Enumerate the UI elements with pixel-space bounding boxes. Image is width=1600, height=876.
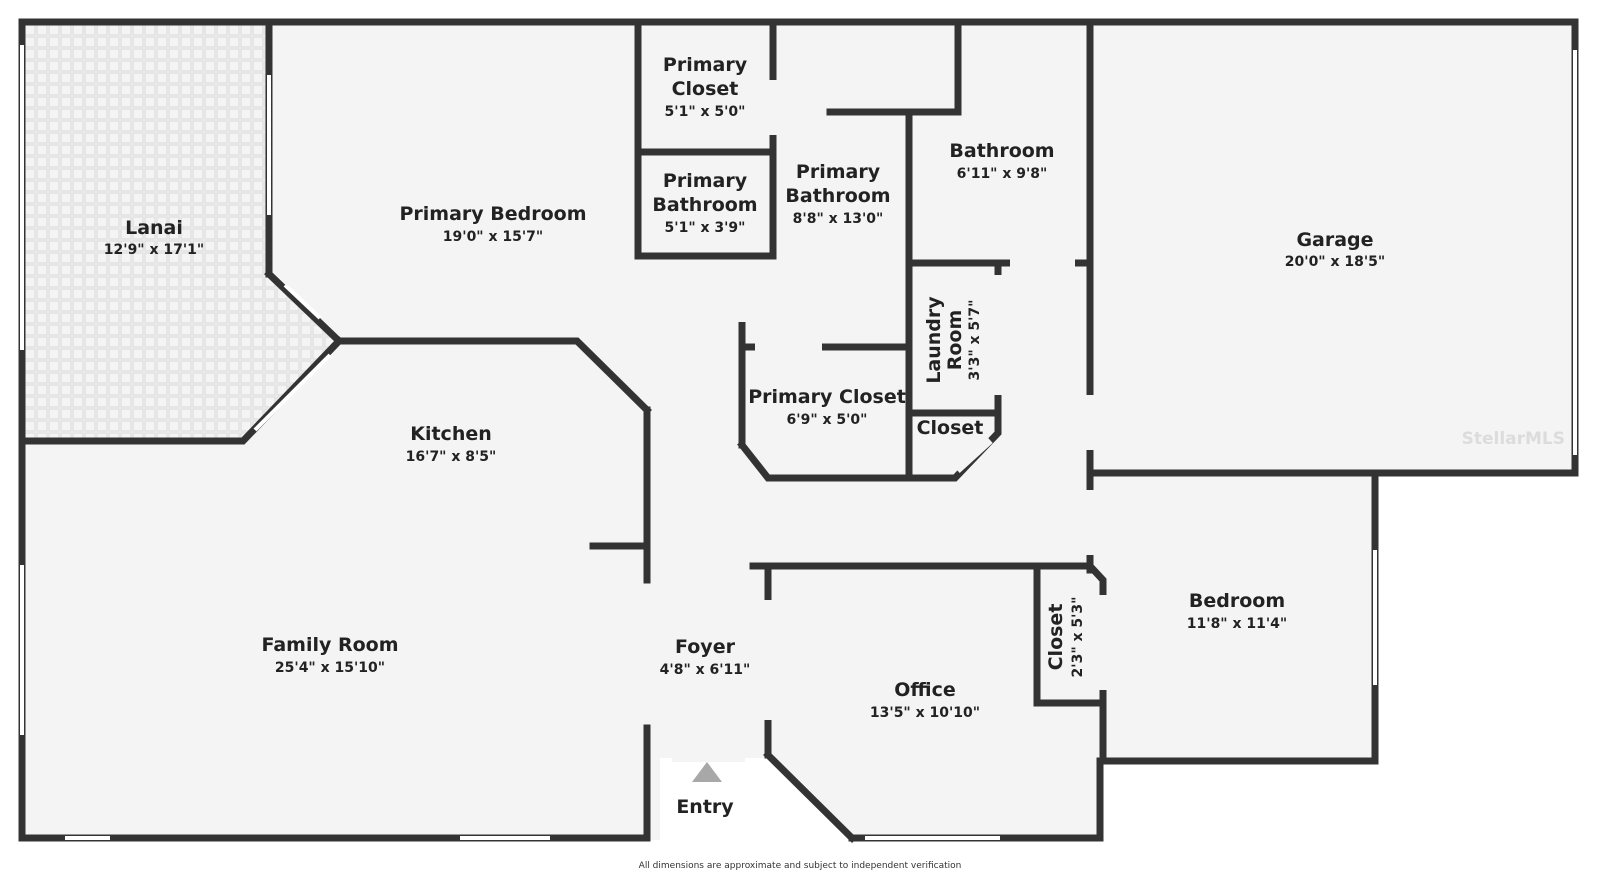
lanai-name: Lanai	[125, 217, 183, 239]
bathroom-dim: 6'11" x 9'8"	[957, 166, 1048, 182]
foyer-dim: 4'8" x 6'11"	[660, 662, 751, 678]
laundry-name-2: Room	[944, 310, 966, 371]
primary-bathroom-name-1: Primary	[796, 161, 881, 183]
primary-bathroom-name-2: Bathroom	[785, 185, 890, 207]
kitchen-name: Kitchen	[410, 423, 492, 445]
family-room-name: Family Room	[261, 634, 398, 656]
closet-small-name: Closet	[917, 417, 984, 439]
primary-bathroom-small-name-2: Bathroom	[652, 194, 757, 216]
primary-closet-mid-dim: 6'9" x 5'0"	[787, 412, 868, 428]
closet-office-name: Closet	[1045, 604, 1067, 671]
bedroom-name: Bedroom	[1189, 590, 1285, 612]
entry-arrow-icon	[692, 762, 722, 782]
garage-dim: 20'0" x 18'5"	[1285, 254, 1385, 270]
lanai-floor	[24, 25, 339, 441]
laundry-name-1: Laundry	[923, 296, 945, 384]
family-room-dim: 25'4" x 15'10"	[275, 660, 385, 676]
floor-areas	[22, 22, 1575, 840]
windows	[20, 45, 1577, 840]
garage-name: Garage	[1296, 229, 1373, 251]
office-name: Office	[894, 679, 956, 701]
closet-office-dim: 2'3" x 5'3"	[1070, 597, 1086, 678]
primary-bedroom-dim: 19'0" x 15'7"	[443, 229, 543, 245]
bathroom-name: Bathroom	[949, 140, 1054, 162]
laundry-label: Laundry Room 3'3" x 5'7"	[923, 296, 983, 384]
primary-bedroom-name: Primary Bedroom	[399, 203, 586, 225]
office-dim: 13'5" x 10'10"	[870, 705, 980, 721]
primary-bathroom-small-dim: 5'1" x 3'9"	[665, 220, 746, 236]
closet-office-label: Closet 2'3" x 5'3"	[1045, 597, 1086, 678]
room-labels: Lanai 12'9" x 17'1" Primary Bedroom 19'0…	[104, 54, 1385, 818]
primary-closet-mid-name: Primary Closet	[748, 386, 906, 408]
primary-bathroom-small-name-1: Primary	[663, 170, 748, 192]
bedroom-dim: 11'8" x 11'4"	[1187, 616, 1287, 632]
entry-label: Entry	[676, 796, 734, 818]
main-floor	[22, 22, 1575, 840]
foyer-name: Foyer	[675, 636, 736, 658]
primary-closet-top-name-1: Primary	[663, 54, 748, 76]
disclaimer: All dimensions are approximate and subje…	[638, 861, 962, 871]
doorways	[660, 80, 1107, 762]
primary-closet-top-name-2: Closet	[672, 78, 739, 100]
watermark: StellarMLS	[1462, 429, 1565, 449]
primary-bathroom-dim: 8'8" x 13'0"	[793, 211, 884, 227]
kitchen-dim: 16'7" x 8'5"	[406, 449, 497, 465]
primary-closet-top-dim: 5'1" x 5'0"	[665, 104, 746, 120]
laundry-dim: 3'3" x 5'7"	[967, 300, 983, 381]
lanai-dim: 12'9" x 17'1"	[104, 242, 204, 258]
